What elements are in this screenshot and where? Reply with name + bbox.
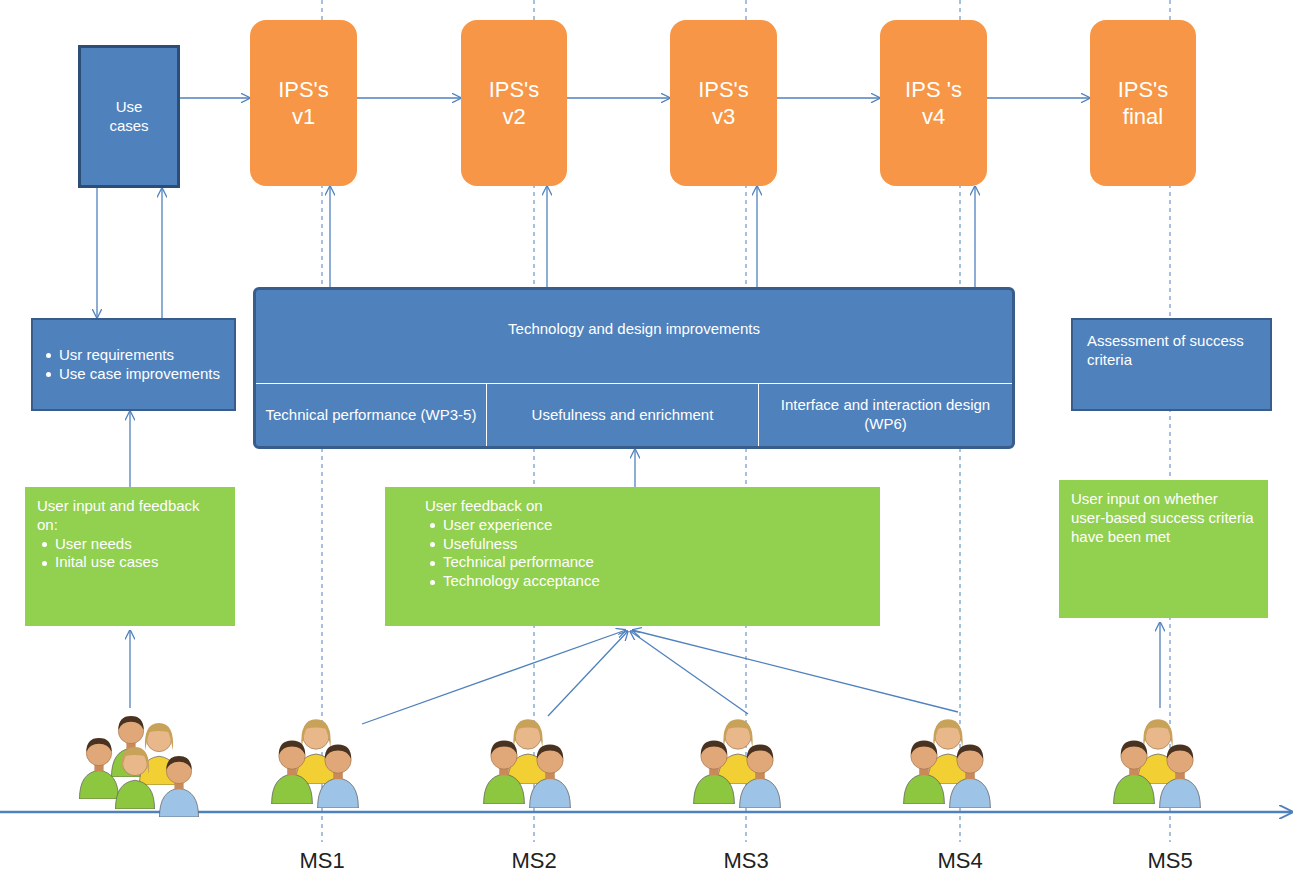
flow-arrow bbox=[129, 411, 130, 487]
flow-arrow bbox=[96, 188, 97, 318]
flow-arrow bbox=[546, 186, 547, 287]
node-text: IPS's v2 bbox=[479, 76, 549, 131]
bullet-item: User experience bbox=[425, 516, 868, 535]
node-text: User input on whether user-based success… bbox=[1071, 490, 1256, 546]
user-feedback-box: User feedback onUser experienceUsefulnes… bbox=[385, 487, 880, 626]
node-text: Technology and design improvements bbox=[256, 290, 1012, 339]
improvement-cell: Technical performance (WP3-5) bbox=[256, 383, 486, 446]
bullet-item: User needs bbox=[37, 535, 223, 554]
flow-arrow bbox=[161, 188, 162, 318]
improvement-cell: Interface and interaction design (WP6) bbox=[758, 383, 1012, 446]
flow-arrow bbox=[357, 97, 461, 98]
user-input-box: User input and feedback on:User needsIni… bbox=[25, 487, 235, 626]
milestone-label: MS3 bbox=[701, 848, 791, 874]
node-text: Interface and interaction design (WP6) bbox=[767, 396, 1004, 434]
milestone-label: MS1 bbox=[277, 848, 367, 874]
flow-arrow bbox=[756, 186, 757, 287]
flow-arrow bbox=[180, 97, 250, 98]
user-input-box: User input on whether user-based success… bbox=[1059, 480, 1268, 618]
milestone-label: MS4 bbox=[915, 848, 1005, 874]
version-box: IPS's final bbox=[1090, 20, 1196, 186]
node-text: User input and feedback on: bbox=[37, 497, 223, 535]
user-arrow bbox=[1159, 622, 1160, 708]
node-text: User feedback on bbox=[425, 497, 868, 516]
bullet-item: Inital use cases bbox=[37, 553, 223, 572]
version-box: IPS's v1 bbox=[250, 20, 357, 186]
node-text: IPS's final bbox=[1108, 76, 1178, 131]
improvements-box: Technology and design improvementsTechni… bbox=[253, 287, 1015, 449]
user-arrow bbox=[630, 631, 748, 714]
user-arrow bbox=[362, 630, 626, 724]
version-box: IPS 's v4 bbox=[880, 20, 987, 186]
flow-arrow bbox=[777, 97, 880, 98]
user-arrow bbox=[129, 630, 130, 708]
node-text: IPS's v1 bbox=[268, 76, 339, 131]
user-group-icon bbox=[694, 719, 781, 808]
improvement-cell: Usefulness and enrichment bbox=[486, 383, 758, 446]
milestone-label: MS2 bbox=[489, 848, 579, 874]
node-text: Use cases bbox=[101, 98, 157, 136]
bullet-item: Technical performance bbox=[425, 553, 868, 572]
use-case-box: Use cases bbox=[78, 45, 180, 188]
version-box: IPS's v3 bbox=[670, 20, 777, 186]
user-arrow bbox=[548, 631, 628, 716]
bullet-item: Usr requirements bbox=[41, 346, 226, 365]
node-text: Technical performance (WP3-5) bbox=[266, 406, 477, 425]
flow-arrow bbox=[974, 186, 975, 287]
flow-arrow bbox=[329, 186, 330, 287]
flow-arrow bbox=[987, 97, 1090, 98]
node-text: Usefulness and enrichment bbox=[532, 406, 714, 425]
user-group-icon bbox=[1114, 719, 1201, 808]
node-text: IPS 's v4 bbox=[898, 76, 969, 131]
version-box: IPS's v2 bbox=[461, 20, 567, 186]
user-group-icon bbox=[904, 719, 991, 808]
node-text: Assessment of success criteria bbox=[1087, 332, 1256, 370]
user-arrows bbox=[130, 622, 1160, 724]
flow-arrow bbox=[634, 449, 635, 487]
milestone-label: MS5 bbox=[1125, 848, 1215, 874]
user-arrow bbox=[632, 630, 958, 712]
user-group-icon bbox=[272, 719, 359, 808]
user-group-icon bbox=[484, 719, 571, 808]
assessment-box: Assessment of success criteria bbox=[1071, 318, 1272, 411]
user-group-icon bbox=[79, 716, 198, 817]
flow-arrow bbox=[567, 97, 670, 98]
bullet-item: Technology acceptance bbox=[425, 572, 868, 591]
node-text: IPS's v3 bbox=[688, 76, 759, 131]
bullet-item: Use case improvements bbox=[41, 365, 226, 384]
requirements-box: Usr requirementsUse case improvements bbox=[31, 318, 236, 411]
bullet-item: Usefulness bbox=[425, 535, 868, 554]
